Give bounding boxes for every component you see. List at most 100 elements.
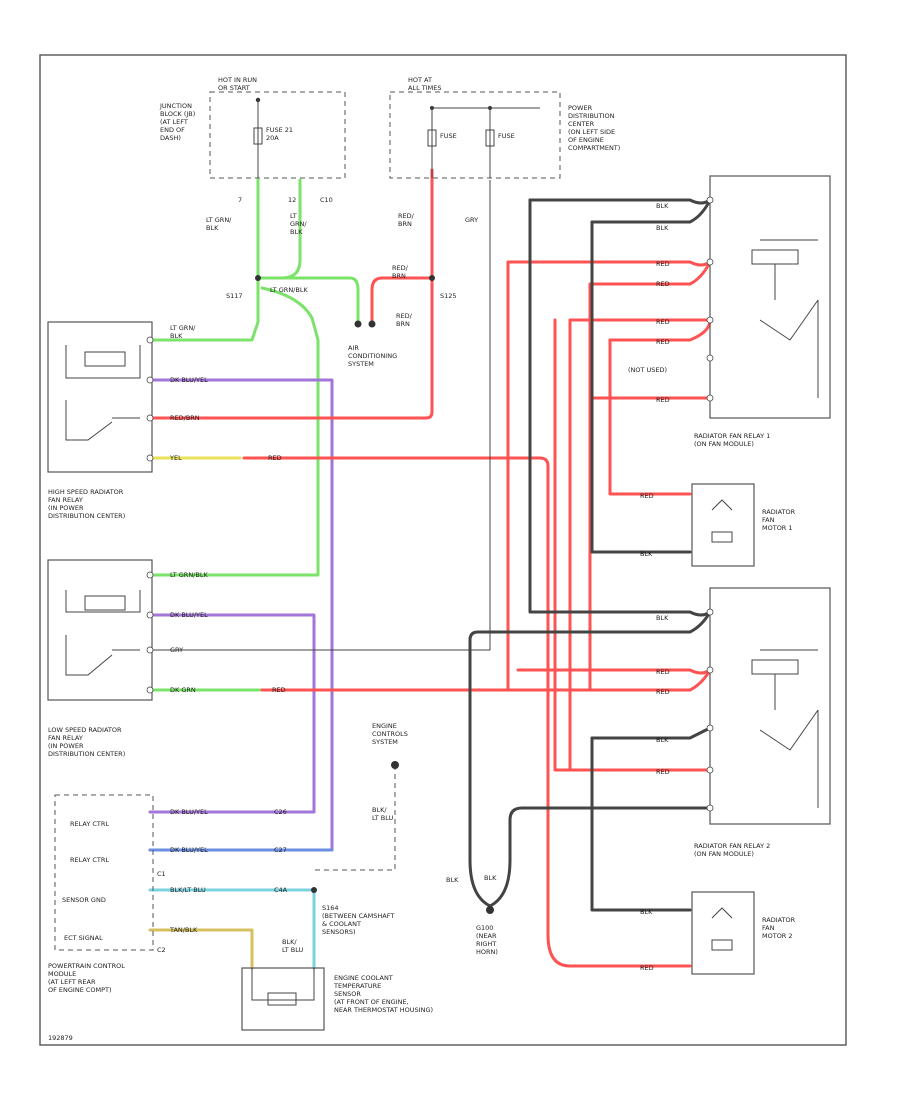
label-motor1-blk: BLK — [640, 550, 653, 558]
label-red-brn-hs: RED/BRN — [170, 414, 200, 422]
wire-lt-grn-blk-7 — [148, 178, 260, 342]
high-speed-relay — [47, 321, 154, 473]
label-blk-lt-blu: BLK/LT BLU — [372, 806, 394, 822]
label-sensor-gnd: SENSOR GND — [62, 896, 106, 904]
wire-blk-relay1-c — [590, 198, 712, 224]
splice-s125 — [429, 275, 435, 281]
wire-blk-g100-b — [508, 806, 712, 862]
label-rfr1-red4: RED — [656, 338, 670, 346]
label-rfr2-red1: RED — [656, 668, 670, 676]
splice-s117 — [255, 275, 261, 281]
label-lt-grn-blk: LT GRN/BLK — [206, 216, 232, 232]
label-rfr2-red3: RED — [656, 768, 670, 776]
label-red-brn-2: RED/BRN — [392, 264, 409, 280]
wire-lt-grn-blk-ac — [256, 276, 360, 324]
splice-s164 — [311, 887, 317, 893]
wire-blk-motor2 — [590, 736, 692, 912]
label-ect-signal: ECT SIGNAL — [64, 934, 103, 942]
label-dk-blu-yel-p1: DK BLU/YEL — [170, 808, 208, 816]
pdc-fuses — [389, 91, 561, 179]
label-lt-grn-blk-ls: LT GRN/BLK — [170, 571, 208, 579]
label-red-brn: RED/BRN — [398, 212, 415, 228]
fig-id: 192879 — [48, 1034, 73, 1042]
label-rfr1-red5: RED — [656, 396, 670, 404]
label-s117: S117 — [226, 292, 243, 300]
wire-red-brn-ac — [370, 276, 434, 324]
label-rfr1-blk2: BLK — [656, 224, 669, 232]
label-motor2-blk: BLK — [640, 908, 653, 916]
wire-red-relay1-30 — [588, 260, 712, 692]
low-speed-relay — [47, 559, 154, 701]
label-motor1-red: RED — [640, 492, 654, 500]
label-rfr1-red2: RED — [656, 280, 670, 288]
label-dk-blu-yel-1: DK BLU/YEL — [170, 376, 208, 384]
label-gry-ls: GRY — [170, 646, 183, 654]
radiator-fan-relay-1 — [706, 175, 831, 419]
label-pin-7: 7 — [238, 196, 242, 204]
label-blk-lt-blu-2: BLK/LT BLU — [282, 938, 304, 954]
wire-tan-blk — [148, 928, 254, 970]
ac-connector-2 — [368, 320, 376, 328]
wire-red-ls — [260, 668, 712, 692]
label-c4a: C4A — [274, 886, 288, 894]
label-dk-grn: DK GRN — [170, 686, 196, 694]
label-c26: C26 — [274, 808, 287, 816]
label-motor2-red: RED — [640, 964, 654, 972]
label-rfr1: RADIATOR FAN RELAY 1(ON FAN MODULE) — [694, 432, 770, 448]
wire-lt-grn-blk-ls — [148, 286, 320, 577]
label-pin-c10: C10 — [320, 196, 333, 204]
label-c1: C1 — [157, 870, 166, 878]
wire-blk-g100 — [468, 858, 512, 908]
label-tan-blk: TAN/BLK — [169, 926, 198, 934]
label-rfr1-red1: RED — [656, 260, 670, 268]
label-relay-ctrl-2: RELAY CTRL — [70, 856, 109, 864]
label-rfr1-blk1: BLK — [656, 202, 669, 210]
label-rfr2: RADIATOR FAN RELAY 2(ON FAN MODULE) — [694, 842, 770, 858]
label-red-brn-3: RED/BRN — [396, 312, 413, 328]
diagram-border — [39, 54, 847, 1046]
wire-gry — [150, 180, 491, 651]
ground-g100 — [486, 906, 494, 914]
wire-blk-relay1-85 — [528, 198, 712, 205]
label-lt-grn-hs: LT GRN/BLK — [170, 324, 196, 340]
wire-red-motor1-b — [608, 338, 692, 496]
ect-sensor-box — [241, 967, 325, 1031]
label-rfr1-red3: RED — [656, 318, 670, 326]
label-gry: GRY — [465, 216, 478, 224]
label-rfr2-blk1: BLK — [656, 614, 669, 622]
ac-connector-1 — [354, 320, 362, 328]
radiator-fan-relay-2 — [706, 587, 831, 825]
wire-blk-motor1 — [590, 220, 692, 554]
label-fuse-b: FUSE — [498, 132, 515, 140]
label-not-used: (NOT USED) — [628, 366, 667, 374]
label-dk-blu-yel-ls: DK BLU/YEL — [170, 611, 208, 619]
label-rfr2-red2: RED — [656, 688, 670, 696]
label-rfr2-blk2: BLK — [656, 736, 669, 744]
label-relay-ctrl-1: RELAY CTRL — [70, 820, 109, 828]
label-lt-grn-blk-mid: LT GRN/BLK — [270, 286, 308, 294]
wires — [148, 168, 712, 970]
label-c2: C2 — [157, 946, 166, 954]
label-s125: S125 — [440, 292, 457, 300]
label-pin-12: 12 — [288, 196, 296, 204]
wire-red-brn-s125 — [148, 168, 434, 420]
label-blk-2: BLK — [484, 874, 497, 882]
radiator-fan-motor-1 — [691, 483, 755, 567]
